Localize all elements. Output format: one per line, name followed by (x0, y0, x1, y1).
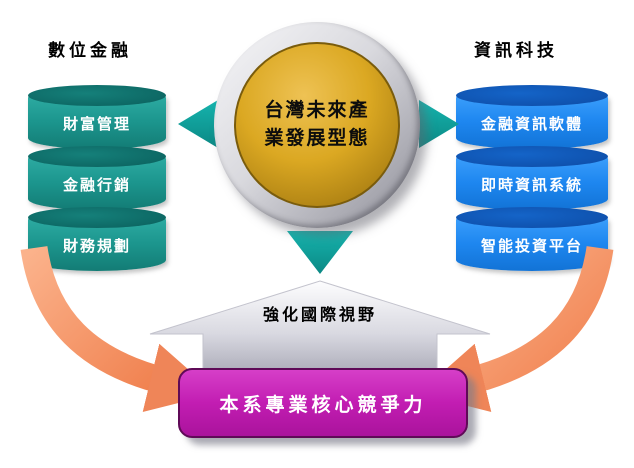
cylinder-lid (28, 146, 166, 167)
cylinder-label: 金融資訊軟體 (480, 115, 583, 133)
cylinder-intelligent-invest-platform: 智能投資平台 (456, 207, 608, 271)
core-competence-label: 本系專業核心競爭力 (219, 393, 427, 416)
cylinder-realtime-info-system: 即時資訊系統 (456, 146, 608, 210)
cylinder-lid (456, 207, 608, 228)
cylinder-lid (28, 207, 166, 228)
cylinder-label: 財富管理 (62, 115, 131, 133)
cylinder-financial-planning: 財務規劃 (28, 207, 166, 271)
left-teal-arrow-icon (178, 100, 218, 148)
cylinder-label: 智能投資平台 (480, 237, 583, 255)
right-teal-arrow-icon (419, 100, 459, 148)
cylinder-wealth-management: 財富管理 (28, 85, 166, 149)
international-vision-label: 強化國際視野 (262, 305, 377, 324)
cylinder-lid (456, 85, 608, 106)
cylinder-label: 即時資訊系統 (480, 176, 583, 194)
left-group-title: 數位金融 (48, 41, 132, 61)
center-sphere-ring: 台灣未來產 業發展型態 (214, 22, 420, 228)
cylinder-financial-marketing: 金融行銷 (28, 146, 166, 210)
cylinder-financial-info-software: 金融資訊軟體 (456, 85, 608, 149)
center-sphere-text-line1: 台灣未來產 (264, 99, 370, 122)
cylinder-lid (28, 85, 166, 106)
center-sphere: 台灣未來產 業發展型態 (234, 42, 400, 208)
right-group-title: 資訊科技 (474, 41, 558, 61)
cylinder-label: 金融行銷 (62, 176, 131, 194)
cylinder-lid (456, 146, 608, 167)
core-competence-banner: 本系專業核心競爭力 (178, 368, 468, 438)
center-sphere-text-line2: 業發展型態 (264, 127, 370, 149)
cylinder-label: 財務規劃 (62, 237, 131, 255)
house-up-arrow-shape (149, 280, 491, 377)
down-teal-arrow-icon (287, 231, 353, 274)
